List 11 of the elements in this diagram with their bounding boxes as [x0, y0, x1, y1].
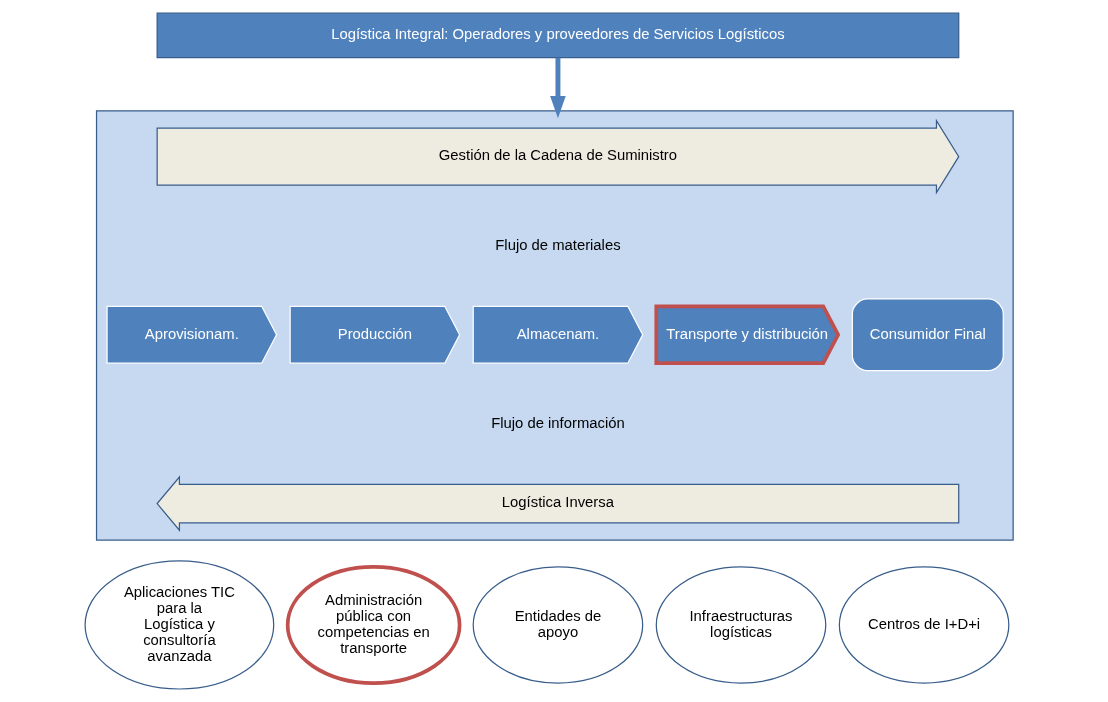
node-ellipse: Aplicaciones TIC para la Logística y consultoría avanzada [84, 560, 275, 690]
node-ellipse: Administración pública con competencias en transporte [285, 565, 462, 685]
node-ellipse: Infraestructuras logísticas [655, 566, 827, 684]
label: Flujo de información [491, 414, 625, 431]
node-ellipse: Centros de I+D+i [838, 566, 1010, 684]
node-box: Logística Integral: Operadores y proveedores de Servicios Logísticos [156, 12, 960, 59]
node-ellipse: Entidades de apoyo [472, 566, 644, 684]
label: Flujo de materiales [495, 236, 621, 253]
cluster [95, 110, 1014, 541]
arrow [550, 57, 566, 119]
node-box: Consumidor Final [851, 298, 1004, 372]
